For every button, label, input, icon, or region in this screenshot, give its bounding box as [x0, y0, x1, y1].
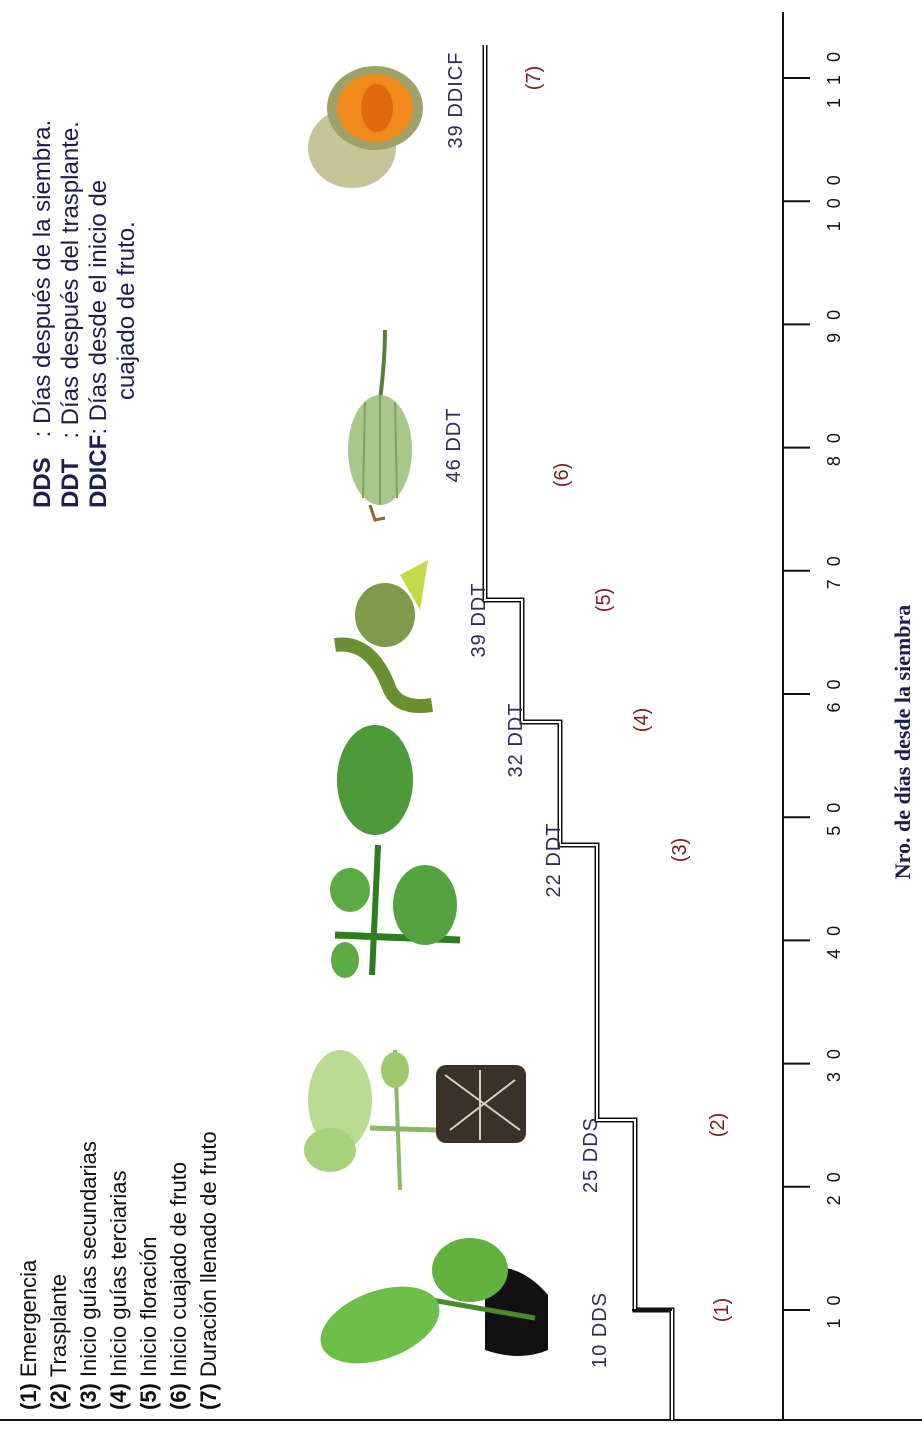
stage-duration-label: 22 DDT: [543, 823, 565, 898]
young-fruit-image: [348, 330, 412, 520]
stage-number-label: (5): [593, 588, 615, 612]
glossary-item-dds: DDS : Días después de la siembra.: [29, 120, 56, 508]
axis-ticks: 1 0 2 0 3 0 4 0 5 0 6 0 7 0 8 0 9 0 1 0 0 1 1 0: [783, 48, 844, 1329]
legend-item-3: (3)Inicio guías secundarias: [76, 1141, 101, 1410]
legend-item-5: (5)Inicio floración: [136, 1236, 161, 1410]
seedling-image: [310, 1238, 548, 1378]
legend-item-1: (1)Emergencia: [16, 1259, 41, 1410]
stage-duration-label: 39 DDT: [468, 583, 490, 658]
stage-duration-label: 32 DDT: [505, 703, 527, 778]
legend-item-4: (4)Inicio guías terciarias: [106, 1170, 131, 1410]
cantaloupe-image: [308, 66, 423, 188]
axis-tick-label: 1 0: [824, 1291, 844, 1328]
axis-tick-label: 3 0: [824, 1045, 844, 1082]
stage-number-label: (6): [551, 463, 573, 487]
flower-bud-image: [335, 560, 432, 706]
stage-number-label: (7): [523, 66, 545, 90]
stage-number-label: (3): [669, 838, 691, 862]
legend-item-6: (6)Inicio cuajado de fruto: [166, 1162, 191, 1410]
stage-duration-label: 39 DDICF: [445, 52, 467, 149]
axis-tick-label: 9 0: [824, 306, 844, 343]
axis-tick-label: 1 1 0: [824, 48, 844, 108]
abbreviation-glossary: DDS : Días después de la siembra. DDT : …: [29, 120, 140, 508]
stage-legend: (1)Emergencia (2)Trasplante (3)Inicio gu…: [16, 1131, 221, 1410]
glossary-continuation: cuajado de fruto.: [113, 221, 140, 400]
axis-tick-label: 5 0: [824, 799, 844, 836]
axis-tick-label: 4 0: [824, 922, 844, 959]
axis-title: Nro. de días desde la siembra: [890, 605, 915, 880]
axis-tick-label: 6 0: [824, 675, 844, 712]
stage-number-label: (2): [707, 1113, 729, 1137]
glossary-item-ddicf: DDICF: Días desde el inicio de: [85, 180, 112, 508]
stage-duration-label: 10 DDS: [589, 1292, 611, 1368]
axis-tick-label: 8 0: [824, 429, 844, 466]
vine-runners-image: [330, 725, 460, 978]
glossary-item-ddt: DDT : Días después del trasplante.: [57, 121, 84, 508]
axis-tick-label: 2 0: [824, 1168, 844, 1205]
stage-duration-label: 46 DDT: [443, 408, 465, 483]
transplant-seedling-image: [304, 1050, 526, 1190]
legend-item-2: (2)Trasplante: [46, 1274, 71, 1410]
legend-item-7: (7)Duración llenado de fruto: [196, 1131, 221, 1410]
axis-tick-label: 1 0 0: [824, 171, 844, 231]
axis-tick-label: 7 0: [824, 552, 844, 589]
stage-number-label: (4): [631, 708, 653, 732]
stage-number-label: (1): [711, 1298, 733, 1322]
stage-duration-label: 25 DDS: [580, 1117, 602, 1193]
